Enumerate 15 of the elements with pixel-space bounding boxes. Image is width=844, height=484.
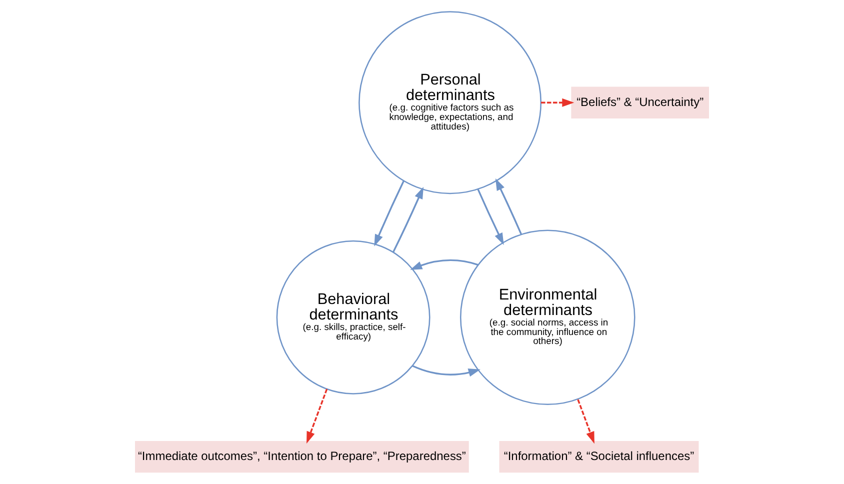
arrow (392, 186, 424, 253)
arrow (412, 365, 480, 377)
arrow (477, 188, 504, 245)
node-circle: Behavioral determinants (e.g. skills, practice, self-efficacy) (276, 240, 430, 394)
node-circle: Personal determinants (e.g. cognitive factors such as knowledge, expectations, and attitudes) (358, 11, 542, 194)
node-box: “Immediate outcomes”, “Intention to Prepare”, “Preparedness” (135, 440, 469, 473)
arrow (410, 259, 478, 270)
arrow (495, 178, 522, 235)
node-box: “Beliefs” & “Uncertainty” (571, 86, 709, 118)
arrow (540, 98, 574, 107)
arrow (374, 180, 404, 246)
node-box: “Information” & “Societal influences” (499, 440, 699, 473)
arrow (306, 388, 328, 444)
arrow (577, 399, 594, 444)
node-circle: Environmental determinants (e.g. social norms, access in the community, influence on others) (460, 230, 636, 406)
